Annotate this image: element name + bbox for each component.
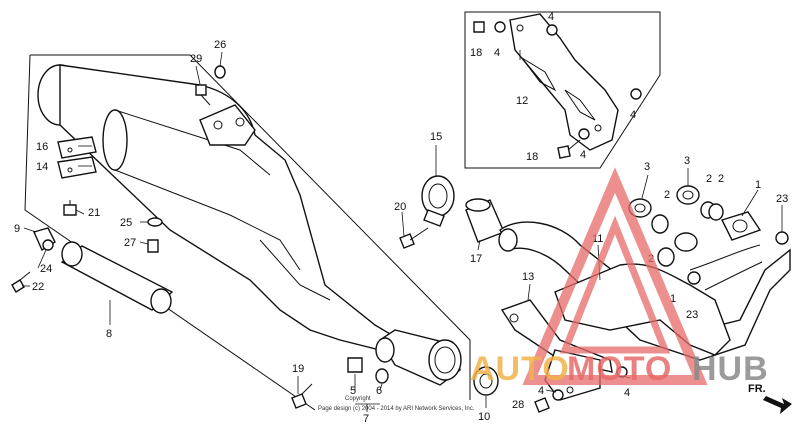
bolt-27 [147, 239, 159, 253]
label-24[interactable]: 24 [40, 263, 52, 275]
watermark-logo [522, 167, 708, 385]
bolt-18-upper [473, 21, 485, 33]
label-27[interactable]: 27 [124, 237, 136, 249]
label-28[interactable]: 28 [512, 399, 524, 411]
front-label: FR. [748, 383, 766, 395]
label-3-a[interactable]: 3 [644, 161, 650, 173]
nut-24 [42, 239, 54, 251]
gasket-3-right [676, 185, 700, 205]
label-8[interactable]: 8 [106, 328, 112, 340]
watermark-triangle-inner [559, 215, 671, 354]
bolt-19 [291, 383, 313, 409]
collar-2-c [708, 203, 724, 221]
watermark-hub: HUB [692, 350, 769, 388]
nut-4-lower [552, 389, 564, 401]
heat-guard[interactable] [509, 13, 619, 151]
copyright-line-1: Copyright [345, 396, 371, 402]
rubber-pad [57, 136, 97, 179]
label-1-a[interactable]: 1 [755, 179, 761, 191]
joint-pipe[interactable] [465, 198, 505, 243]
port-flange-1 [721, 211, 762, 241]
label-4-upper-a[interactable]: 4 [494, 47, 500, 59]
label-4-inset-lower[interactable]: 4 [580, 149, 586, 161]
muffler-outlet [375, 329, 462, 386]
nut-4-upper-a [494, 21, 506, 33]
label-3-b[interactable]: 3 [684, 155, 690, 167]
label-18-upper[interactable]: 18 [470, 47, 482, 59]
label-11[interactable]: 11 [592, 233, 603, 245]
watermark-moto: MOTO [567, 350, 672, 388]
tailpipe[interactable] [60, 241, 174, 314]
gasket-3-mid [674, 232, 698, 252]
label-14[interactable]: 14 [36, 161, 48, 173]
label-15[interactable]: 15 [430, 131, 442, 143]
collar-5 [347, 357, 363, 373]
label-10[interactable]: 10 [478, 411, 490, 423]
label-21[interactable]: 21 [88, 207, 100, 219]
label-23-a[interactable]: 23 [776, 193, 788, 205]
label-20[interactable]: 20 [394, 201, 406, 213]
bolt-21 [63, 200, 77, 216]
collar-2-d [657, 247, 675, 267]
label-29[interactable]: 29 [190, 53, 202, 65]
washer-25 [147, 217, 163, 227]
label-12[interactable]: 12 [516, 95, 528, 107]
label-1-b[interactable]: 1 [670, 293, 676, 305]
nut-23-lower [687, 271, 701, 285]
label-4-upper-b[interactable]: 4 [548, 11, 554, 23]
copyright-line-2: Page design (c) 2004 - 2014 by ARI Netwo… [318, 406, 475, 412]
pipe-bracket[interactable] [500, 299, 613, 373]
bolt-18-lower [557, 139, 581, 159]
label-2-c[interactable]: 2 [718, 173, 724, 185]
label-23-b[interactable]: 23 [686, 309, 698, 321]
label-13[interactable]: 13 [522, 271, 534, 283]
label-16[interactable]: 16 [36, 141, 48, 153]
grommet-6 [375, 368, 389, 384]
front-direction-arrow: FR. [748, 383, 792, 414]
label-2-b[interactable]: 2 [706, 173, 712, 185]
gasket-10 [473, 366, 499, 396]
watermark-auto: AUTO [470, 350, 570, 388]
washer-26 [214, 65, 226, 79]
label-22[interactable]: 22 [32, 281, 44, 293]
muffler[interactable] [37, 64, 402, 351]
label-18-lower[interactable]: 18 [526, 151, 538, 163]
bolt-28 [534, 397, 550, 413]
label-17[interactable]: 17 [470, 253, 482, 265]
label-4-upper-c[interactable]: 4 [630, 109, 636, 121]
bolt-20 [399, 227, 429, 249]
nut-23 [775, 231, 789, 245]
label-4-lower-a[interactable]: 4 [538, 385, 544, 397]
label-2-a[interactable]: 2 [664, 189, 670, 201]
label-7[interactable]: 7 [363, 413, 369, 425]
muffler-mount-bracket [199, 104, 256, 146]
watermark-text: AUTO MOTO HUB [470, 350, 769, 388]
label-26[interactable]: 26 [214, 39, 226, 51]
label-5[interactable]: 5 [350, 385, 356, 397]
muffler-group-frame [24, 54, 471, 411]
bolt-22 [11, 271, 31, 293]
bolt-29 [195, 84, 211, 106]
nut-4-upper-b [546, 24, 558, 36]
label-25[interactable]: 25 [120, 217, 132, 229]
nut-4-upper-c [630, 88, 642, 100]
label-19[interactable]: 19 [292, 363, 304, 375]
arrow-icon [763, 396, 792, 414]
nut-4-lower-inset [578, 128, 590, 140]
collar-2-a [651, 214, 669, 234]
heat-guard-inset-frame [464, 11, 661, 169]
label-9[interactable]: 9 [14, 223, 20, 235]
label-4-lower-b[interactable]: 4 [624, 387, 630, 399]
watermark-triangle-outer [522, 167, 708, 385]
label-6[interactable]: 6 [376, 385, 382, 397]
exhaust-clamp[interactable] [421, 175, 455, 227]
